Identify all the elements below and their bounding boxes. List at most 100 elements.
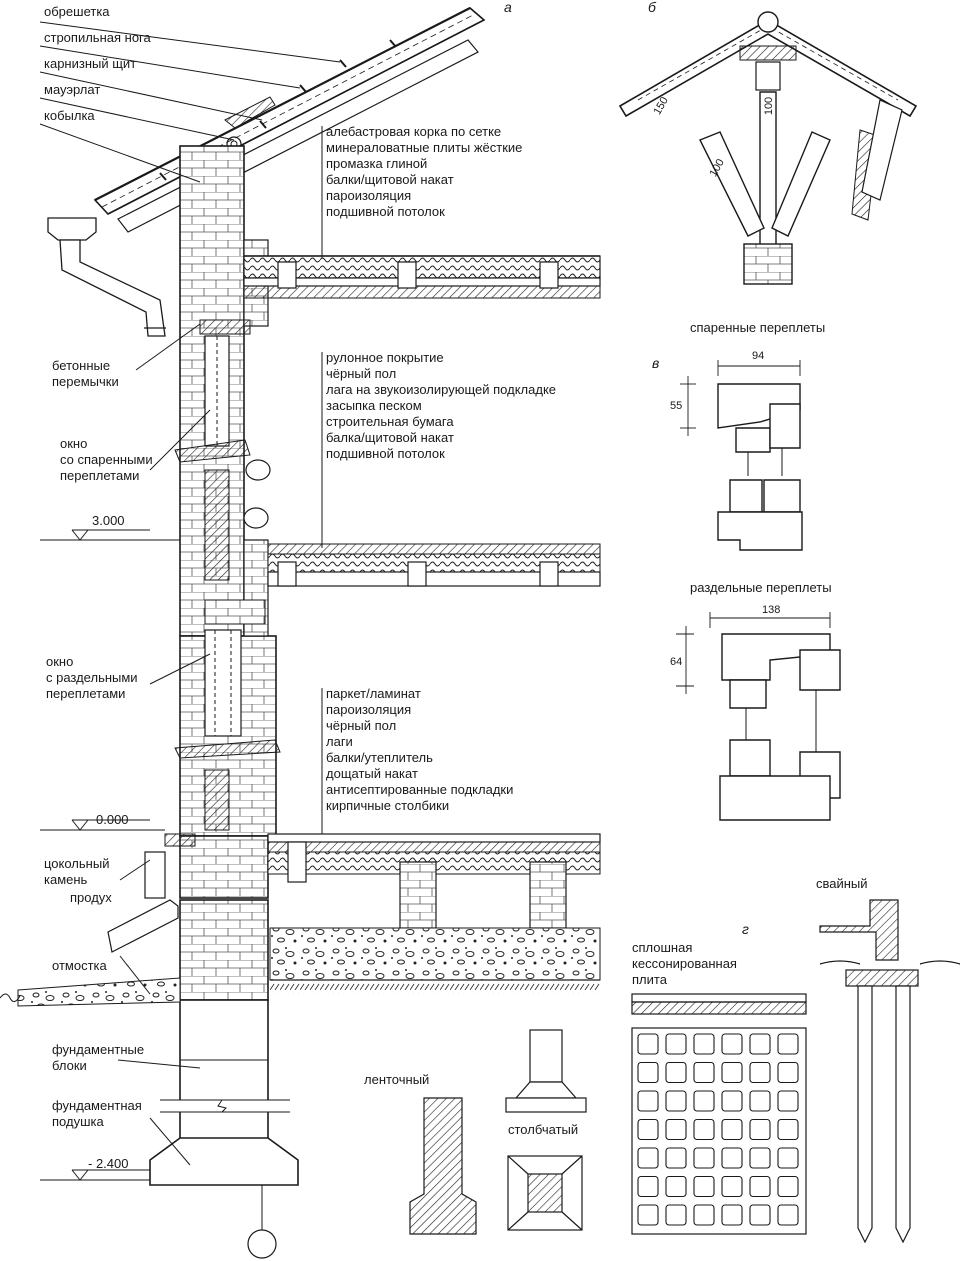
coffer-cell bbox=[749, 1033, 771, 1055]
coffer-cell bbox=[637, 1061, 659, 1084]
label-rafter: стропильная нога bbox=[44, 30, 151, 45]
ground-layer-item: антисептированные подкладки bbox=[326, 782, 514, 797]
label-eaves-board: карнизный щит bbox=[44, 56, 137, 71]
floor-layer-item: подшивной потолок bbox=[326, 446, 445, 461]
attic-floor bbox=[243, 255, 601, 299]
attic-layer-item: алебастровая корка по сетке bbox=[326, 124, 502, 139]
coffer-cell bbox=[665, 1175, 687, 1198]
coffer-cell bbox=[777, 1118, 799, 1141]
coffer-cell bbox=[637, 1147, 659, 1169]
ground-floor bbox=[267, 833, 601, 994]
attic-layer-item: подшивной потолок bbox=[326, 204, 445, 219]
coffer-cell bbox=[749, 1204, 771, 1226]
coffer-cell bbox=[637, 1033, 659, 1055]
coffer-cell bbox=[749, 1175, 771, 1198]
coffer-cell bbox=[721, 1204, 743, 1226]
floor-layer-item: рулонное покрытие bbox=[326, 350, 444, 365]
coffer-cell bbox=[637, 1118, 659, 1141]
label-sprocket: кобылка bbox=[44, 108, 95, 123]
dim-100-a: 100 bbox=[763, 96, 776, 116]
panel-label-v: в bbox=[652, 355, 660, 371]
paired-frames-detail bbox=[680, 360, 803, 551]
panel-label-g: г bbox=[742, 921, 749, 937]
separate-width: 138 bbox=[762, 604, 781, 616]
window-paired-section bbox=[174, 319, 271, 529]
coffer-cell bbox=[637, 1204, 659, 1226]
coffer-cell bbox=[721, 1061, 743, 1084]
coffer-cell bbox=[721, 1118, 743, 1141]
coffer-cell bbox=[637, 1090, 659, 1112]
coffer-cell bbox=[637, 1175, 659, 1198]
coffer-cell bbox=[777, 1175, 799, 1198]
coffer-cell bbox=[749, 1147, 771, 1169]
coffer-cell bbox=[777, 1147, 799, 1169]
level-3000: 3.000 bbox=[92, 513, 125, 528]
paired-height: 55 bbox=[670, 400, 683, 412]
separate-frames-detail bbox=[676, 612, 841, 821]
coffer-cell bbox=[665, 1204, 687, 1226]
ground-layer-item: лаги bbox=[326, 734, 353, 749]
ground-layer-item: балки/утеплитель bbox=[326, 750, 433, 765]
coffer-cell bbox=[777, 1033, 799, 1055]
level-markers bbox=[40, 529, 180, 1181]
coffer-cell bbox=[721, 1090, 743, 1112]
separate-frames-title: раздельные переплеты bbox=[690, 580, 832, 595]
paired-width: 94 bbox=[752, 350, 765, 362]
interfloor bbox=[267, 543, 601, 587]
coffer-cell bbox=[665, 1033, 687, 1055]
coffer-cell bbox=[749, 1061, 771, 1084]
coffer-cell bbox=[721, 1033, 743, 1055]
level-0000: 0.000 bbox=[96, 812, 129, 827]
attic-layer-item: пароизоляция bbox=[326, 188, 412, 203]
gutter-downpipe bbox=[47, 217, 166, 337]
coffer-cell bbox=[665, 1118, 687, 1141]
panel-label-b: б bbox=[648, 0, 656, 15]
ground-layer-item: пароизоляция bbox=[326, 702, 412, 717]
coffer-cell bbox=[693, 1090, 715, 1112]
coffer-cell bbox=[665, 1090, 687, 1112]
coffer-cell bbox=[665, 1147, 687, 1169]
label-pile: свайный bbox=[816, 876, 868, 891]
label-battens: обрешетка bbox=[44, 4, 110, 19]
coffer-cell bbox=[693, 1175, 715, 1198]
slab-grid bbox=[637, 1033, 799, 1226]
floor-layer-item: засыпка песком bbox=[326, 398, 422, 413]
leader-lines bbox=[39, 21, 341, 1166]
window-separate-section bbox=[174, 599, 281, 759]
label-column: столбчатый bbox=[508, 1122, 579, 1137]
ground-layer-item: кирпичные столбики bbox=[326, 798, 450, 813]
ground-layer-item: паркет/ламинат bbox=[326, 686, 421, 701]
attic-layer-item: минераловатные плиты жёсткие bbox=[326, 140, 523, 155]
coffer-cell bbox=[777, 1204, 799, 1226]
coffer-cell bbox=[693, 1204, 715, 1226]
level-minus-2400: - 2.400 bbox=[88, 1156, 129, 1171]
coffer-cell bbox=[721, 1147, 743, 1169]
slab-foundation bbox=[631, 993, 807, 1235]
coffer-cell bbox=[749, 1118, 771, 1141]
coffer-cell bbox=[777, 1061, 799, 1084]
column-foundation bbox=[505, 1029, 587, 1231]
coffer-cell bbox=[693, 1118, 715, 1141]
paired-frames-title: спаренные переплеты bbox=[690, 320, 826, 335]
label-wall-plate: мауэрлат bbox=[44, 82, 101, 97]
separate-height: 64 bbox=[670, 656, 683, 668]
floor-layer-item: строительная бумага bbox=[326, 414, 454, 429]
ground-layer-item: чёрный пол bbox=[326, 718, 397, 733]
floor-layer-item: балка/щитовой накат bbox=[326, 430, 454, 445]
coffer-cell bbox=[721, 1175, 743, 1198]
plinth-area bbox=[0, 833, 196, 1007]
pile-foundation bbox=[819, 899, 961, 1244]
coffer-cell bbox=[693, 1033, 715, 1055]
floor-layer-item: лага на звукоизолирующей подкладке bbox=[326, 382, 557, 397]
